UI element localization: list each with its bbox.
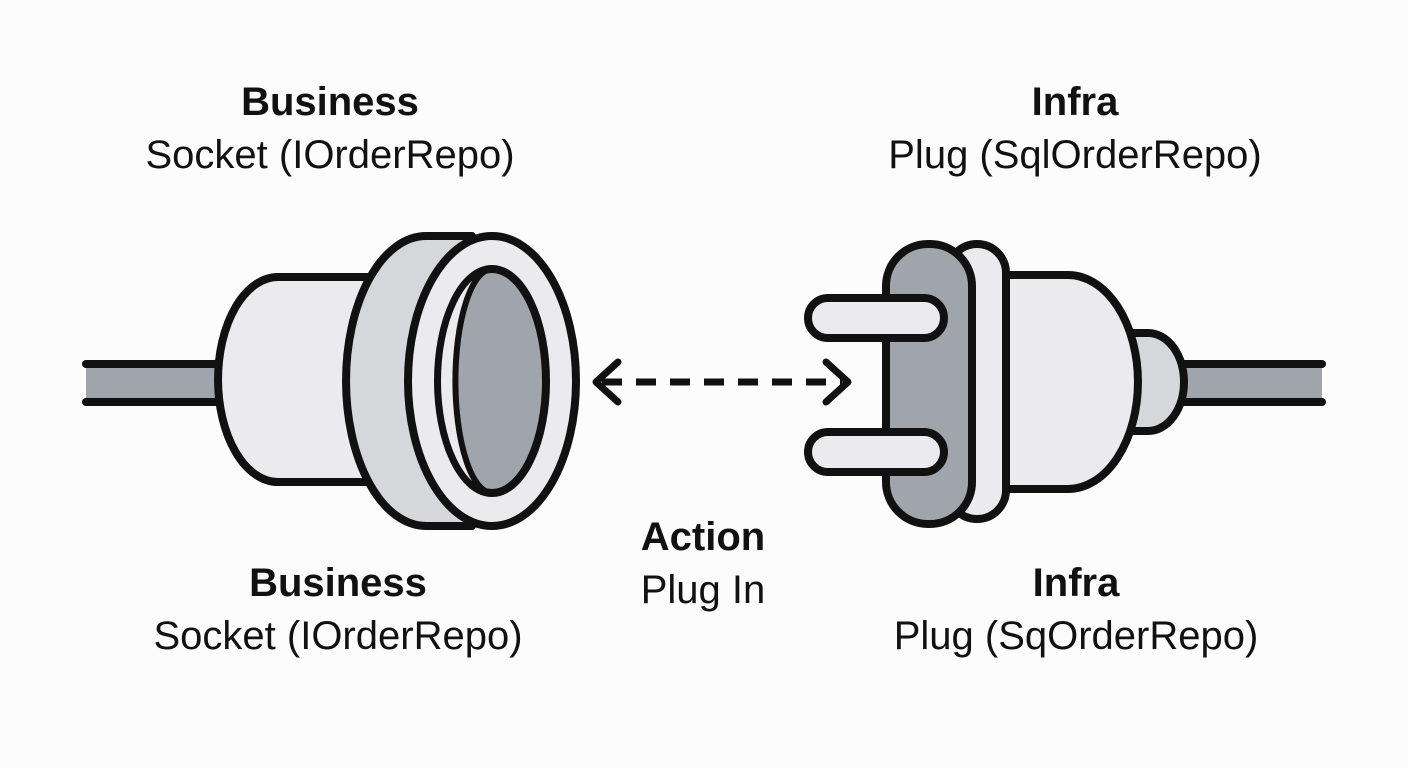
plug-prong-bottom [804, 428, 948, 476]
double-arrow-icon [592, 358, 852, 406]
label-center: Action Plug In [641, 512, 766, 618]
label-top-right-subtitle: Plug (SqlOrderRepo) [888, 133, 1262, 177]
label-top-right: Infra Plug (SqlOrderRepo) [888, 77, 1262, 183]
label-bottom-left-subtitle: Socket (IOrderRepo) [153, 614, 523, 658]
label-center-title: Action [640, 515, 766, 559]
socket-icon [82, 232, 580, 530]
label-bottom-right-title: Infra [1032, 561, 1120, 605]
plug-back-cap [1126, 329, 1188, 435]
label-top-left-title: Business [241, 80, 419, 124]
plug-prong-top [804, 294, 948, 342]
plug-icon [804, 240, 1326, 528]
label-top-left-subtitle: Socket (IOrderRepo) [145, 133, 515, 177]
label-bottom-left-title: Business [249, 561, 427, 605]
label-top-right-title: Infra [1031, 80, 1119, 124]
plug-plate [882, 240, 976, 528]
label-top-left: Business Socket (IOrderRepo) [145, 77, 514, 183]
plug-body [986, 271, 1142, 493]
label-bottom-left: Business Socket (IOrderRepo) [153, 558, 522, 664]
label-center-subtitle: Plug In [640, 568, 766, 612]
plug-cable [1180, 364, 1322, 402]
label-bottom-right: Infra Plug (SqOrderRepo) [894, 558, 1259, 664]
label-bottom-right-subtitle: Plug (SqOrderRepo) [893, 614, 1259, 658]
socket-cable [86, 364, 226, 402]
